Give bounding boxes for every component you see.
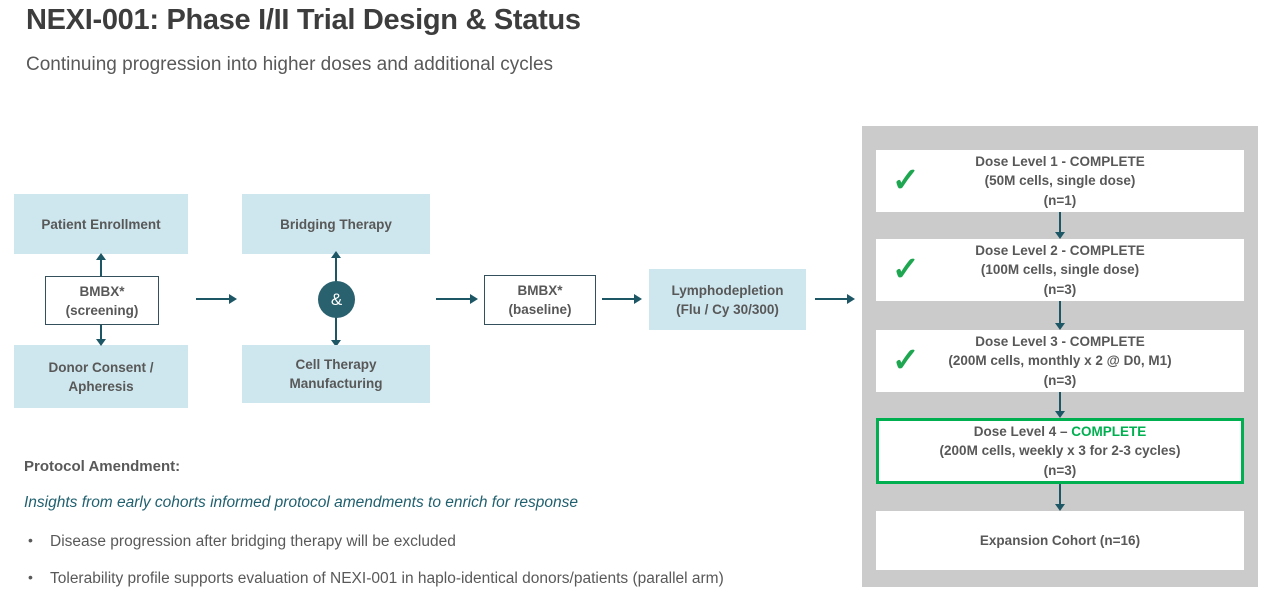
ampersand-label: & — [330, 289, 343, 309]
protocol-amendment-heading: Protocol Amendment: — [24, 458, 181, 475]
flow-node-label: Donor Consent / — [48, 359, 154, 375]
dose-level-3-box: ✓ Dose Level 3 - COMPLETE (200M cells, m… — [876, 330, 1244, 392]
flow-node-label: Lymphodepletion — [671, 282, 784, 298]
dose-level-detail: (200M cells, monthly x 2 @ D0, M1) — [948, 353, 1172, 369]
and-connector-badge: & — [318, 281, 355, 318]
flow-node-patient-enrollment: Patient Enrollment — [14, 194, 188, 254]
dose-level-title-status: COMPLETE — [1071, 423, 1147, 439]
bullet-item: • Disease progression after bridging ther… — [28, 532, 456, 551]
flow-node-label: Bridging Therapy — [280, 216, 392, 232]
flow-node-label: Manufacturing — [289, 376, 383, 391]
dose-level-detail: (100M cells, single dose) — [980, 262, 1140, 278]
page-subtitle: Continuing progression into higher doses… — [26, 54, 554, 75]
flow-node-label: Apheresis — [68, 378, 134, 394]
dose-level-2-box: ✓ Dose Level 2 - COMPLETE (100M cells, s… — [876, 239, 1244, 301]
arrow-down-connector — [96, 325, 106, 346]
flow-node-label: (screening) — [65, 302, 139, 318]
flow-node-bmbx-baseline: BMBX* (baseline) — [484, 275, 596, 325]
dose-escalation-panel: ✓ Dose Level 1 - COMPLETE (50M cells, si… — [862, 126, 1258, 587]
dose-level-title: Dose Level 2 - COMPLETE — [975, 242, 1145, 258]
bullet-item: • Tolerability profile supports evaluatio… — [28, 569, 724, 588]
dose-level-n: (n=1) — [1043, 192, 1077, 208]
flow-node-cell-therapy-manufacturing: Cell Therapy Manufacturing — [242, 345, 430, 403]
page-title: NEXI-001: Phase I/II Trial Design & Stat… — [26, 4, 581, 36]
dose-level-1-box: ✓ Dose Level 1 - COMPLETE (50M cells, si… — [876, 150, 1244, 212]
flow-node-label: (baseline) — [508, 302, 572, 317]
flow-node-donor-consent-apheresis: Donor Consent / Apheresis — [14, 345, 188, 408]
flow-node-bmbx-screening: BMBX* (screening) — [45, 276, 159, 325]
arrow-right-connector — [436, 294, 478, 304]
bullet-icon: • — [28, 532, 33, 548]
bullet-icon: • — [28, 569, 33, 585]
arrow-right-connector — [602, 294, 642, 304]
dose-level-n: (n=3) — [1043, 462, 1077, 478]
protocol-amendment-insight: Insights from early cohorts informed pro… — [24, 494, 578, 511]
arrow-down-connector — [1055, 301, 1065, 330]
flow-node-lymphodepletion: Lymphodepletion (Flu / Cy 30/300) — [649, 269, 806, 330]
expansion-cohort-box: Expansion Cohort (n=16) — [876, 511, 1244, 570]
arrow-up-connector — [96, 253, 106, 276]
dose-level-n: (n=3) — [1043, 372, 1077, 388]
check-icon: ✓ — [892, 250, 920, 288]
bullet-text: Disease progression after bridging thera… — [50, 533, 456, 550]
arrow-down-connector — [1055, 484, 1065, 511]
flow-node-label: Cell Therapy — [295, 357, 377, 372]
flow-node-label: BMBX* — [517, 283, 563, 298]
dose-level-n: (n=3) — [1043, 281, 1077, 297]
arrow-right-connector — [815, 294, 855, 304]
dose-level-title: Dose Level 3 - COMPLETE — [975, 333, 1145, 349]
dose-level-4-box: Dose Level 4 – COMPLETE (200M cells, wee… — [876, 418, 1244, 484]
check-icon: ✓ — [892, 161, 920, 199]
dose-level-detail: (200M cells, weekly x 3 for 2-3 cycles) — [939, 443, 1181, 459]
flow-node-label: (Flu / Cy 30/300) — [676, 301, 779, 317]
dose-level-title: Dose Level 4 – COMPLETE — [974, 422, 1147, 442]
dose-level-detail: (50M cells, single dose) — [984, 173, 1136, 189]
arrow-right-connector — [196, 294, 237, 304]
check-icon: ✓ — [892, 341, 920, 379]
dose-level-title: Dose Level 1 - COMPLETE — [975, 153, 1145, 169]
flow-node-label: Patient Enrollment — [41, 216, 161, 232]
arrow-down-connector — [1055, 392, 1065, 418]
dose-level-title-prefix: Dose Level 4 – — [973, 423, 1072, 439]
flow-node-bridging-therapy: Bridging Therapy — [242, 194, 430, 254]
bullet-text: Tolerability profile supports evaluation… — [50, 570, 724, 587]
flow-node-label: BMBX* — [79, 283, 125, 299]
arrow-down-connector — [1055, 212, 1065, 239]
expansion-cohort-label: Expansion Cohort (n=16) — [979, 532, 1141, 548]
